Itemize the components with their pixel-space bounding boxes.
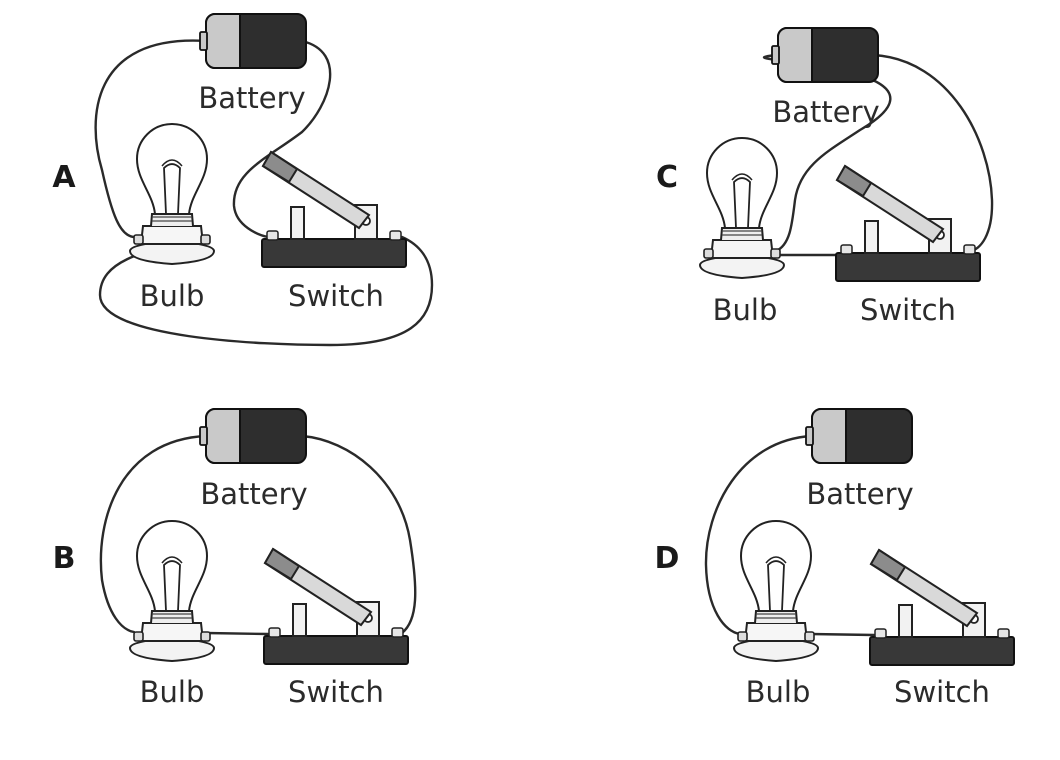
wire-battery-to-bulb [99, 434, 208, 634]
circuit-option-c[interactable]: C Battery Bulb Switch [656, 27, 994, 327]
light-bulb-icon [733, 520, 819, 662]
battery-label: Battery [200, 477, 307, 511]
battery-label: Battery [806, 477, 913, 511]
wire-battery-to-switch [300, 434, 417, 635]
option-letter-c: C [656, 160, 678, 195]
circuit-option-b[interactable]: B Battery Bulb Switch [53, 408, 417, 709]
bulb-label: Bulb [746, 675, 811, 709]
wire-battery-to-bulb [94, 39, 208, 239]
switch-label: Switch [894, 675, 990, 709]
light-bulb-icon [129, 520, 215, 662]
light-bulb-icon [129, 123, 215, 265]
knife-switch-icon [261, 151, 407, 268]
battery-icon [199, 408, 307, 464]
light-bulb-icon [699, 137, 785, 279]
wire-bulb-to-switch [808, 632, 876, 637]
option-letter-d: D [655, 541, 680, 576]
bulb-label: Bulb [140, 279, 205, 313]
switch-label: Switch [860, 293, 956, 327]
knife-switch-icon [835, 165, 981, 282]
wire-battery-to-switch [872, 53, 994, 253]
option-letter-a: A [52, 160, 76, 195]
switch-label: Switch [288, 675, 384, 709]
wire-battery-to-bulb [704, 434, 814, 636]
battery-icon [805, 408, 913, 464]
knife-switch-icon [869, 549, 1015, 666]
bulb-label: Bulb [140, 675, 205, 709]
option-letter-b: B [53, 541, 76, 576]
circuit-option-a[interactable]: A Battery Bulb Switch [52, 13, 434, 347]
wire-bulb-to-switch [204, 631, 270, 636]
battery-icon [199, 13, 307, 69]
battery-label: Battery [198, 81, 305, 115]
battery-label: Battery [772, 95, 879, 129]
knife-switch-icon [263, 548, 409, 665]
circuit-option-d[interactable]: D Battery Bulb Switch [655, 408, 1015, 709]
switch-label: Switch [288, 279, 384, 313]
battery-icon [771, 27, 879, 83]
wire-battery-to-switch [232, 39, 332, 239]
wire-bulb-to-switch-loop [98, 235, 434, 347]
bulb-label: Bulb [713, 293, 778, 327]
